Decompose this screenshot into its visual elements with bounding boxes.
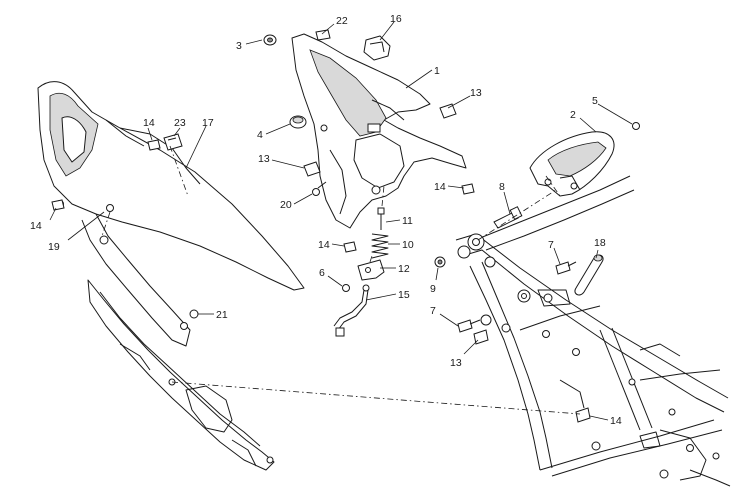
screw-6 xyxy=(342,284,350,292)
clip-nut-13-upper xyxy=(439,103,457,119)
callout-17: 17 xyxy=(202,117,214,129)
tail-fairing-cover xyxy=(291,33,467,229)
clip-nut-14-frame xyxy=(575,407,591,423)
assembly-dash-lines xyxy=(101,145,581,415)
callout-13-left: 13 xyxy=(258,153,270,165)
lower-rear-subframe xyxy=(87,279,275,471)
clip-nut-14-panel xyxy=(147,139,161,151)
callout-18: 18 xyxy=(594,237,606,249)
bolt-7-upper xyxy=(555,261,577,275)
callout-14-panel: 14 xyxy=(143,117,155,129)
callout-20: 20 xyxy=(280,199,292,211)
callout-23: 23 xyxy=(174,117,186,129)
pin-18 xyxy=(574,254,604,296)
clip-nut-14-lower xyxy=(343,241,357,253)
grommet-4 xyxy=(289,115,307,129)
clip-nut-14-mid xyxy=(461,183,475,195)
callout-6: 6 xyxy=(319,267,325,279)
clip-nut-14-left xyxy=(51,199,65,211)
callout-13-lower: 13 xyxy=(450,357,462,369)
clip-22 xyxy=(315,29,331,41)
bolt-7-lower xyxy=(457,319,481,333)
callout-16: 16 xyxy=(390,13,402,25)
leader-lines xyxy=(49,21,633,421)
callout-9: 9 xyxy=(430,283,436,295)
callout-22: 22 xyxy=(336,15,348,27)
callout-5: 5 xyxy=(592,95,598,107)
bracket-12 xyxy=(357,259,385,281)
left-side-fairing-panel xyxy=(37,81,305,347)
callout-11: 11 xyxy=(402,215,413,227)
callout-14-left: 14 xyxy=(30,220,42,232)
screw-5 xyxy=(632,122,640,130)
callout-7-upper: 7 xyxy=(548,239,554,251)
clip-nut-23 xyxy=(163,133,183,151)
callout-19: 19 xyxy=(48,241,60,253)
callout-12: 12 xyxy=(398,263,410,275)
bolt-8 xyxy=(493,206,523,229)
screw-19 xyxy=(106,204,114,212)
callout-14-frame: 14 xyxy=(610,415,622,427)
callout-14-mid: 14 xyxy=(434,181,446,193)
callout-14-lower: 14 xyxy=(318,239,330,251)
bolt-11 xyxy=(377,207,385,230)
callout-15: 15 xyxy=(398,289,410,301)
callout-3: 3 xyxy=(236,40,242,52)
callout-13-upper: 13 xyxy=(470,87,482,99)
screw-20 xyxy=(312,181,327,196)
rear-subframe xyxy=(455,175,731,487)
callout-8: 8 xyxy=(499,181,505,193)
callout-2: 2 xyxy=(570,109,576,121)
clip-nut-13-left xyxy=(303,161,321,177)
callout-4: 4 xyxy=(257,129,263,141)
callout-21: 21 xyxy=(216,309,228,321)
nut-9 xyxy=(434,256,446,268)
spring-10 xyxy=(371,233,389,259)
callout-10: 10 xyxy=(402,239,414,251)
grab-handle xyxy=(529,131,615,197)
callout-7-lower: 7 xyxy=(430,305,436,317)
cable-15 xyxy=(333,284,370,337)
bracket-16 xyxy=(363,35,391,61)
grommet-3 xyxy=(263,34,277,46)
callout-1: 1 xyxy=(434,65,440,77)
callout-labels: 1 2 3 4 5 6 7 7 8 9 10 11 12 13 13 13 14… xyxy=(30,13,622,427)
screw-21 xyxy=(189,309,199,319)
